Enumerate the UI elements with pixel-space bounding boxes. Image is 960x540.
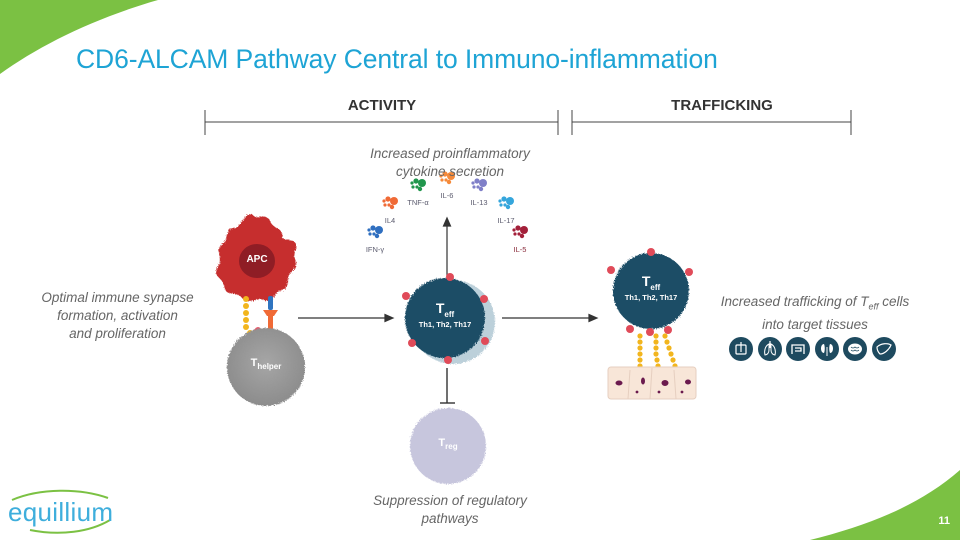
cell-letter: T [438, 437, 446, 449]
arrow-up-cytokines [442, 216, 452, 278]
cytokine-dots-icon [382, 196, 398, 210]
page-title: CD6-ALCAM Pathway Central to Immuno-infl… [76, 44, 718, 74]
lungs-icon [757, 337, 782, 361]
cytokine-label: TNF-α [407, 198, 429, 207]
caption-line: cytokine secretion [395, 164, 505, 179]
caption-text: Increased trafficking of T [720, 294, 869, 309]
cytokine-label: IL-17 [497, 216, 515, 225]
cell-subscript: eff [650, 282, 661, 292]
cytokine-dots-icon [367, 225, 383, 239]
cytokine-label: IFN-γ [365, 245, 385, 254]
page-number: 11 [938, 515, 950, 527]
caption-cytokine-secretion: Increased proinflammatory cytokine secre… [340, 145, 560, 181]
caption-line: Optimal immune synapse [41, 290, 194, 305]
cytokine-il-17: IL-17 [486, 195, 526, 225]
cytokine-dots-icon [410, 178, 426, 192]
cytokine-dots-icon [512, 225, 528, 239]
bottom-right-swoosh [810, 470, 960, 540]
cell-subtypes: Th1, Th2, Th17 [418, 319, 472, 329]
cell-subscript: eff [444, 309, 455, 319]
thelper-cell [227, 328, 305, 406]
kidneys-icon [814, 337, 839, 361]
cytokine-il4: IL4 [370, 195, 410, 225]
caption-text: cells [878, 294, 910, 309]
apc-cell [216, 214, 297, 302]
caption-line: Increased proinflammatory [370, 146, 530, 161]
cytokine-il-6: IL-6 [427, 170, 467, 200]
cytokine-label: IL-5 [513, 245, 527, 254]
arrow-to-teff [298, 313, 395, 323]
treg-cell [410, 408, 486, 484]
cytokine-il-5: IL-5 [500, 224, 540, 254]
cytokine-dots-icon [471, 178, 487, 192]
caption-subscript: eff [868, 301, 879, 312]
caption-line: pathways [421, 511, 479, 526]
section-label-trafficking: TRAFFICKING [671, 97, 773, 114]
teff-cell-tissue [607, 248, 693, 369]
trafficking-bracket [571, 110, 852, 135]
cell-letter: T [435, 300, 445, 316]
caption-suppression: Suppression of regulatory pathways [340, 492, 560, 528]
cell-subscript: reg [445, 442, 458, 452]
cell-subtypes: Th1, Th2, Th17 [624, 292, 678, 302]
cytokine-il-13: IL-13 [459, 177, 499, 207]
cell-subscript: helper [257, 362, 282, 372]
cytokine-dots-icon [498, 196, 514, 210]
liver-icon [871, 337, 896, 361]
epithelium-tissue [607, 366, 697, 400]
treg-label: Treg [423, 437, 473, 451]
caption-synapse: Optimal immune synapse formation, activa… [10, 289, 225, 343]
teff-label-center: Teff Th1, Th2, Th17 [410, 300, 480, 329]
cytokine-dots-icon [439, 171, 455, 185]
logo-swoosh-bottom [29, 519, 111, 534]
teff-cell-center [402, 273, 495, 364]
caption-line: Suppression of regulatory [373, 493, 527, 508]
cell-letter: T [250, 357, 258, 369]
caption-line: formation, activation [57, 308, 178, 323]
top-left-swoosh [0, 0, 158, 74]
inhibition-bar [440, 368, 455, 404]
arrow-to-tissue [502, 313, 599, 323]
cytokine-ifn-: IFN-γ [355, 224, 395, 254]
cell-letter: T [641, 273, 651, 289]
activity-bracket [204, 110, 559, 135]
thelper-label: Thelper [240, 357, 292, 371]
teff-label-tissue: Teff Th1, Th2, Th17 [616, 273, 686, 302]
equillium-logo: equillium [8, 497, 114, 527]
target-tissue-icons [729, 337, 900, 366]
section-label-activity: ACTIVITY [347, 97, 417, 114]
brain-icon [843, 337, 867, 361]
cytokine-tnf-: TNF-α [398, 177, 438, 207]
cytokine-label: IL4 [384, 216, 396, 225]
cytokine-label: IL-13 [470, 198, 488, 207]
caption-line: into target tissues [762, 316, 868, 332]
caption-trafficking: Increased trafficking of Teff cells into… [700, 293, 930, 334]
apc-label: APC [246, 254, 268, 265]
intestine-icon [786, 337, 810, 361]
skin-icon [729, 337, 753, 361]
caption-line: Increased trafficking of Teff cells [700, 293, 930, 316]
caption-line: and proliferation [69, 326, 166, 341]
cytokine-label: IL-6 [440, 191, 454, 200]
logo-swoosh-top [11, 489, 109, 501]
